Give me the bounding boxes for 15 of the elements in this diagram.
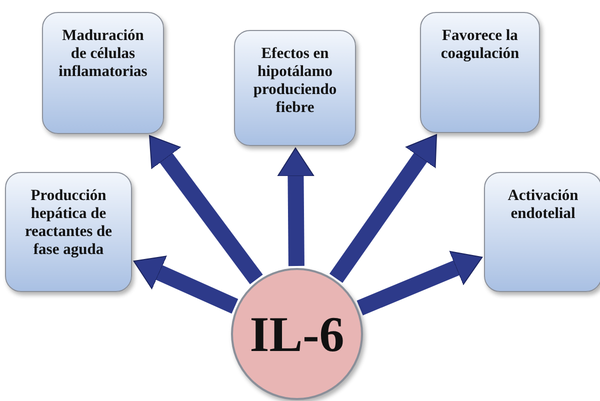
node-text: Favorece la coagulación xyxy=(440,27,520,63)
process-box xyxy=(5,172,132,292)
node-title: IL-6 xyxy=(250,305,344,363)
node-text: Efectos en hipotálamo produciendo fiebre xyxy=(252,45,338,117)
arrow xyxy=(277,148,314,266)
node-text: Producción hepática de reactantes de fase aguda xyxy=(24,187,114,259)
process-box xyxy=(420,12,540,133)
arrow xyxy=(133,256,238,314)
node-text: Maduración de células inflamatorias xyxy=(58,27,148,81)
process-box xyxy=(42,12,164,134)
process-box xyxy=(484,172,600,292)
node-text: Activación endotelial xyxy=(506,187,580,223)
process-box xyxy=(234,30,356,146)
arrow xyxy=(329,134,438,283)
arrow xyxy=(149,135,263,284)
